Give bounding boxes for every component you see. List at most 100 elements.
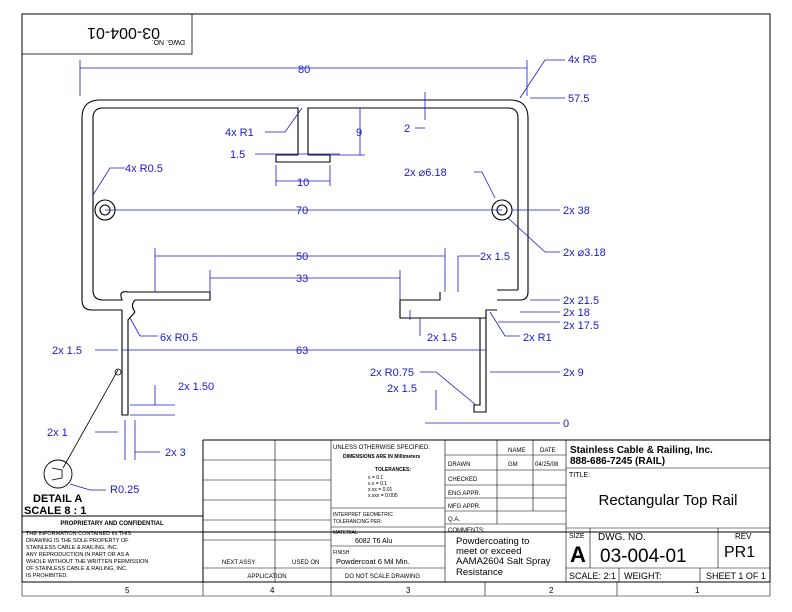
drawn-name: GM: [508, 462, 518, 468]
material: 6082 T6 Alu: [355, 538, 392, 545]
dim-r0-5: 4x R0.5: [125, 163, 163, 175]
proprietary-line-1: DRAWING IS THE SOLE PROPERTY OF: [26, 538, 129, 544]
zone-5: 5: [125, 586, 130, 595]
finish-label: FINISH: [333, 550, 350, 556]
zone-3: 3: [406, 586, 411, 595]
used-on: USED ON: [292, 560, 319, 566]
dim-18: 2x 18: [563, 307, 590, 319]
tolerances: TOLERANCES:: [375, 467, 411, 473]
dim-9: 9: [356, 127, 362, 139]
dim-r5: 4x R5: [568, 54, 597, 66]
unless-specified: UNLESS OTHERWISE SPECIFIED:: [333, 445, 430, 451]
dim-17-5: 2x 17.5: [563, 320, 599, 332]
dim-33: 33: [296, 273, 308, 285]
dim-1: 2x 1: [47, 427, 68, 439]
company: Stainless Cable & Railing, Inc.: [570, 445, 713, 456]
rotated-dwg-no: 03-004-01: [87, 24, 160, 41]
dim-1-50: 2x 1.50: [178, 381, 214, 393]
proprietary-title: PROPRIETARY AND CONFIDENTIAL: [60, 521, 164, 527]
dim-r1-top: 4x R1: [225, 127, 254, 139]
material-label: MATERIAL: [333, 530, 358, 536]
dim-hole-large: 2x ⌀6.18: [404, 167, 447, 179]
title-block: PROPRIETARY AND CONFIDENTIAL THE INFORMA…: [21, 439, 771, 597]
title-label: TITLE:: [569, 472, 590, 479]
weight-label: WEIGHT:: [624, 571, 662, 581]
dimension-labels: 80 4x R5 57.5 4x R1 9 2 1.5 10 4x R0.5 2…: [47, 54, 606, 496]
comment-line-2: AAMA2604 Salt Spray: [456, 556, 551, 567]
rail-profile: [81, 99, 529, 416]
rotated-dwg-box: 03-004-01 DWG. NO.: [21, 13, 193, 55]
size-label: SIZE: [569, 533, 585, 540]
tol-line-1: x.x = 0.1: [368, 481, 387, 487]
zone-2: 2: [549, 586, 554, 595]
proprietary-line-4: WHOLE WITHOUT THE WRITTEN PERMISSION: [26, 559, 148, 565]
sheet-border: [21, 13, 771, 533]
tol-line-3: x.xxx = 0.005: [368, 493, 398, 499]
dim-r0-75: 2x R0.75: [370, 367, 414, 379]
comment-line-0: Powdercoating to: [456, 536, 529, 547]
dim-9-leg: 2x 9: [563, 367, 584, 379]
zone-1: 1: [695, 586, 700, 595]
qa: Q.A.: [448, 517, 460, 523]
proprietary-line-5: OF STAINLESS CABLE & RAILING, INC.: [26, 566, 128, 572]
dwgno-value: 03-004-01: [600, 546, 687, 567]
col-date: DATE: [540, 448, 556, 454]
dim-70: 70: [296, 205, 308, 217]
dim-r0-5-6x: 6x R0.5: [160, 332, 198, 344]
eng-appr: ENG APPR.: [448, 491, 481, 497]
proprietary-line-3: ANY REPRODUCTION IN PART OR AS A: [26, 552, 130, 558]
sheet-value: SHEET 1 OF 1: [706, 571, 766, 581]
phone: 888-686-7245 (RAIL): [570, 456, 665, 467]
dims-in: DIMENSIONS ARE IN Millimeters: [343, 454, 421, 460]
dim-r0-25: R0.25: [110, 484, 139, 496]
dim-r1-mid: 2x R1: [523, 332, 552, 344]
dim-3: 2x 3: [165, 447, 186, 459]
zone-4: 4: [270, 586, 275, 595]
dim-1-5-leg: 2x 1.5: [52, 345, 82, 357]
comment-line-1: meet or exceed: [456, 546, 521, 557]
dim-0: 0: [563, 418, 569, 430]
dim-2: 2: [404, 123, 410, 135]
scale-value: SCALE: 2:1: [569, 571, 616, 581]
drawn: DRAWN: [448, 462, 470, 468]
rev-value: PR1: [724, 544, 755, 561]
dim-21-5: 2x 21.5: [563, 295, 599, 307]
tol-line-2: x.xx = 0.01: [368, 487, 393, 493]
application: APPLICATION: [247, 574, 286, 580]
size-value: A: [570, 542, 586, 567]
dim-10: 10: [297, 177, 309, 189]
dim-50: 50: [296, 251, 308, 263]
dim-1-5-mid: 2x 1.5: [427, 332, 457, 344]
proprietary-line-6: IS PROHIBITED.: [26, 573, 68, 579]
col-name: NAME: [508, 448, 525, 454]
dim-hole-small: 2x ⌀3.18: [563, 247, 606, 259]
dim-57-5: 57.5: [568, 93, 589, 105]
dim-63: 63: [296, 345, 308, 357]
tol-line-0: x = 0.1: [368, 475, 383, 481]
rotated-dwg-label: DWG. NO.: [152, 38, 185, 45]
finish: Powdercoat 6 Mil Min.: [336, 557, 410, 566]
mfg-appr: MFG APPR.: [448, 504, 481, 510]
dim-38: 2x 38: [563, 205, 590, 217]
detail-a: DETAIL A SCALE 8 : 1: [24, 459, 106, 517]
drawn-date: 04/25/08: [535, 462, 559, 468]
dim-1-5-right: 2x 1.5: [480, 251, 510, 263]
tol-per: TOLERANCING PER:: [333, 519, 382, 525]
next-assy: NEXT ASSY: [222, 560, 255, 566]
checked: CHECKED: [448, 477, 478, 483]
do-not-scale: DO NOT SCALE DRAWING: [345, 574, 420, 580]
detail-scale: SCALE 8 : 1: [24, 505, 86, 517]
comment-line-3: Resistance: [456, 567, 503, 578]
comments: COMMENTS:: [448, 528, 485, 534]
dim-80: 80: [298, 64, 310, 76]
drawing-title: Rectangular Top Rail: [599, 492, 738, 509]
dim-1-5-left: 1.5: [230, 149, 245, 161]
proprietary-line-2: STAINLESS CABLE & RAILING, INC.: [26, 545, 119, 551]
proprietary-line-0: THE INFORMATION CONTAINED IN THIS: [26, 531, 131, 537]
dimension-lines: [62, 59, 565, 469]
rev-label: REV: [735, 532, 752, 541]
dwgno-label: DWG. NO.: [598, 532, 646, 543]
detail-title: DETAIL A: [33, 493, 82, 505]
interpret: INTERPRET GEOMETRIC: [333, 512, 393, 518]
